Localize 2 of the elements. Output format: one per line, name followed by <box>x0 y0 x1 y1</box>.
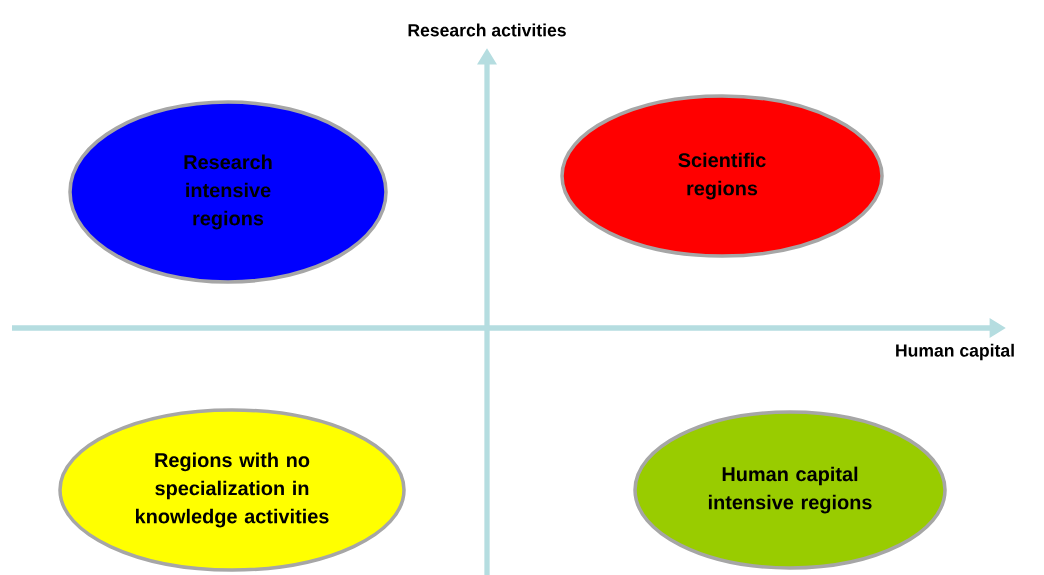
axis-label: Human capital <box>896 343 1014 361</box>
axis-label: Research activities <box>408 23 566 37</box>
